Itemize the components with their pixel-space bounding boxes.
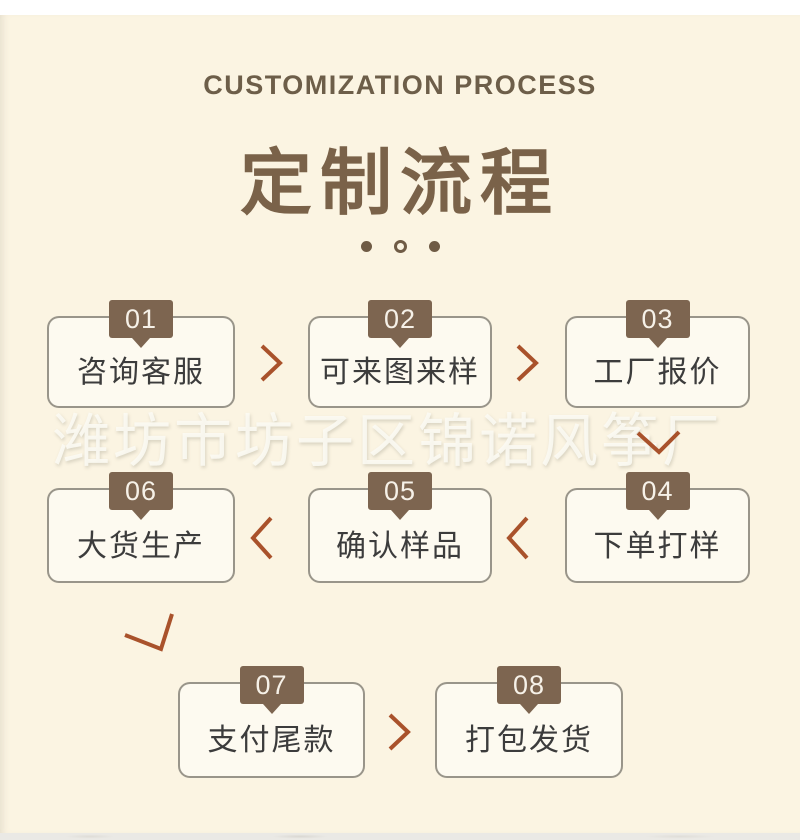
step-card-07: 07 支付尾款 xyxy=(178,666,365,778)
poster-background xyxy=(0,15,800,833)
arrow-right-icon xyxy=(384,712,414,757)
step-label: 确认样品 xyxy=(336,529,464,563)
step-card-05: 05 确认样品 xyxy=(308,472,492,583)
step-number-badge: 08 xyxy=(497,666,561,704)
step-card-06: 06 大货生产 xyxy=(47,472,235,583)
step-label: 咨询客服 xyxy=(77,356,205,389)
step-number-badge: 07 xyxy=(239,666,304,704)
step-number-badge: 05 xyxy=(368,472,432,510)
step-number-badge: 02 xyxy=(368,300,432,338)
step-label: 可来图来样 xyxy=(320,356,480,389)
step-label: 大货生产 xyxy=(77,529,205,563)
step-label: 工厂报价 xyxy=(593,356,722,389)
step-card-04: 04 下单打样 xyxy=(565,472,750,583)
subtitle-en: CUSTOMIZATION PROCESS xyxy=(203,70,597,100)
step-label: 支付尾款 xyxy=(207,724,336,757)
top-white-strip xyxy=(0,0,800,15)
arrow-down-check-icon xyxy=(120,610,176,659)
step-label: 打包发货 xyxy=(465,724,593,757)
step-label: 下单打样 xyxy=(593,529,722,563)
step-card-08: 08 打包发货 xyxy=(435,666,623,778)
page-title: 定制流程 xyxy=(239,144,560,224)
arrow-left-icon xyxy=(247,514,277,567)
step-number-badge: 03 xyxy=(625,300,690,338)
bottom-gray-strip xyxy=(0,833,800,840)
step-card-01: 01 咨询客服 xyxy=(47,300,235,408)
arrow-down-icon xyxy=(634,428,684,463)
dots-decoration xyxy=(0,240,800,253)
dot-hollow-icon xyxy=(393,240,407,253)
arrow-left-icon xyxy=(503,514,533,567)
step-number-badge: 04 xyxy=(625,472,690,510)
arrow-right-icon xyxy=(512,343,542,388)
step-card-03: 03 工厂报价 xyxy=(565,300,750,408)
step-card-02: 02 可来图来样 xyxy=(308,300,492,408)
dot-filled-icon xyxy=(428,241,440,252)
step-number-badge: 06 xyxy=(109,472,173,510)
arrow-right-icon xyxy=(256,343,286,388)
step-number-badge: 01 xyxy=(109,300,173,338)
dot-filled-icon xyxy=(360,241,372,252)
